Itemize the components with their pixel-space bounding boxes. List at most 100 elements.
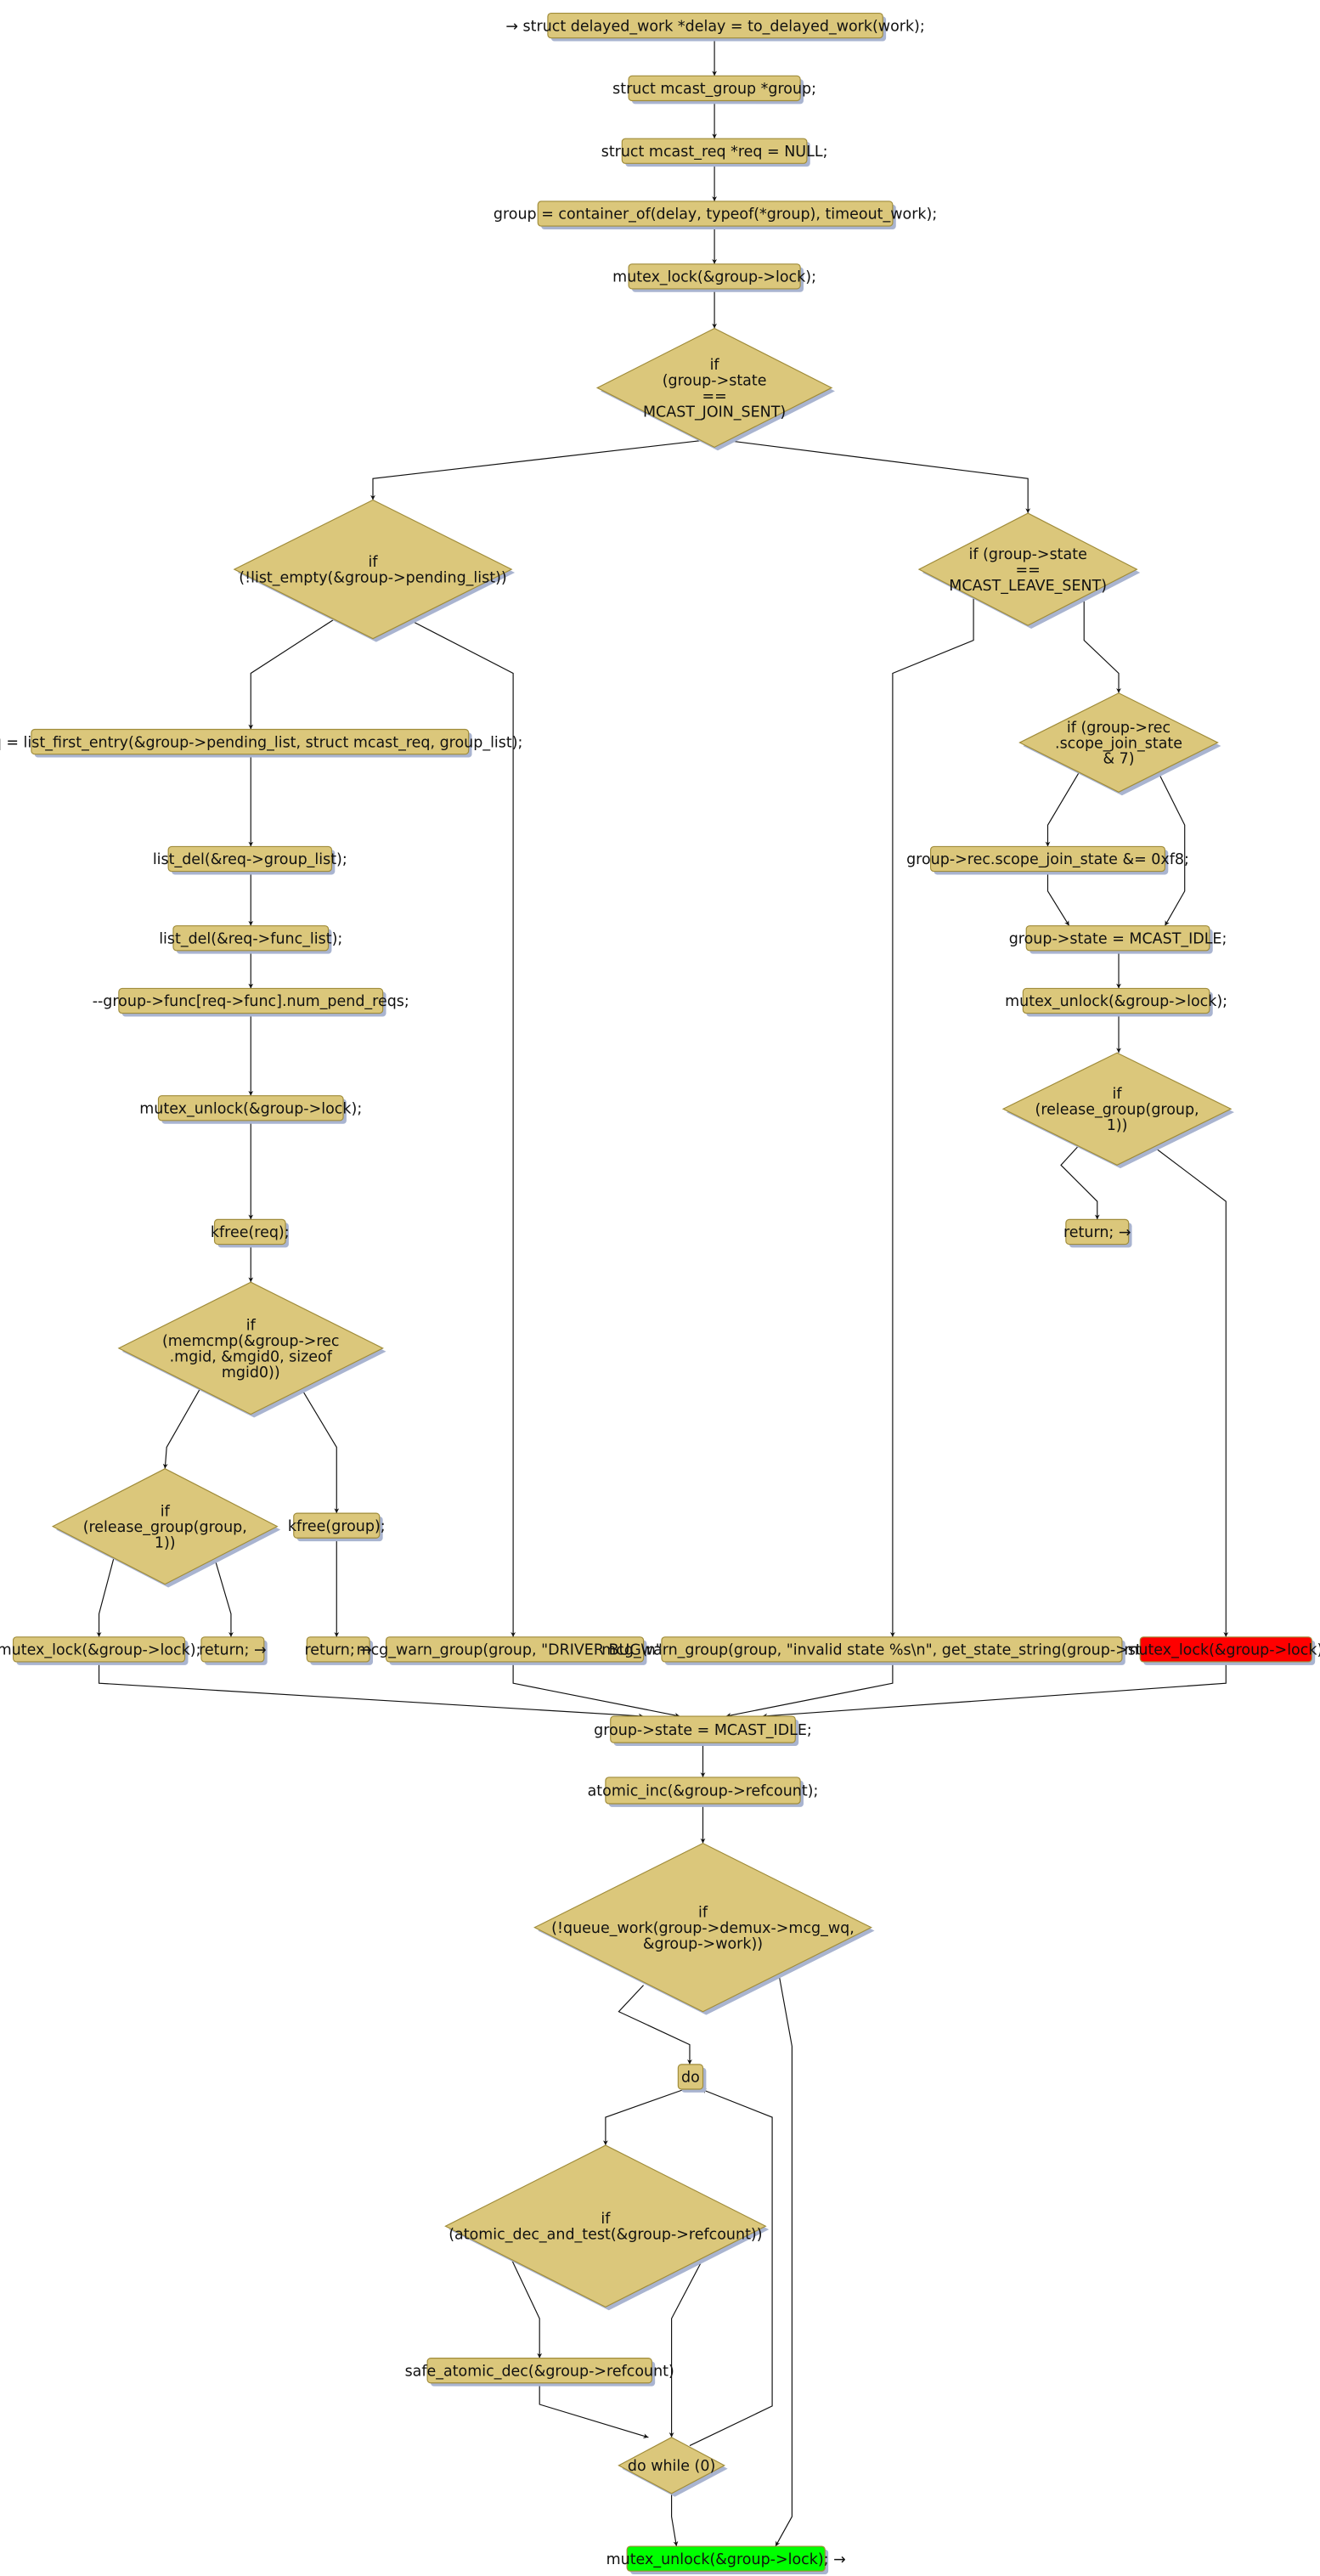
statement-node[interactable]: mutex_lock(&group->lock); <box>612 263 816 292</box>
node-diamond <box>618 2437 725 2494</box>
node-label: if <box>1113 1086 1123 1103</box>
statement-node[interactable]: do <box>677 2064 707 2093</box>
decision-node[interactable]: if(group->state==MCAST_JOIN_SENT) <box>595 327 835 451</box>
node-label: (release_group(group, <box>83 1519 247 1536</box>
node-box <box>1025 925 1210 952</box>
node-label: mutex_lock(&group->lock); <box>612 269 816 286</box>
statement-node[interactable]: safe_atomic_dec(&group->refcount) <box>405 2358 674 2387</box>
statement-node[interactable]: kfree(req); <box>211 1218 290 1248</box>
node-label: group->state = MCAST_IDLE; <box>1009 930 1227 947</box>
node-diamond <box>117 1281 384 1415</box>
statement-node[interactable]: atomic_inc(&group->refcount); <box>588 1777 819 1807</box>
statement-node[interactable]: struct mcast_req *req = NULL; <box>601 138 828 167</box>
flow-edge <box>407 618 516 1637</box>
statement-node[interactable]: kfree(group); <box>288 1512 386 1542</box>
node-label: mcg_warn_group(group, "invalid state %s\… <box>601 1642 1182 1659</box>
node-label: (atomic_dec_and_test(&group->refcount)) <box>448 2227 762 2244</box>
node-label: MCAST_JOIN_SENT) <box>643 404 786 421</box>
node-label: mutex_unlock(&group->lock); <box>1005 993 1227 1010</box>
node-label: do while (0) <box>628 2458 715 2475</box>
node-label: mutex_unlock(&group->lock); <box>139 1101 362 1118</box>
node-box <box>31 728 470 755</box>
node-label: kfree(req); <box>211 1224 290 1241</box>
statement-node[interactable]: group->state = MCAST_IDLE; <box>594 1715 812 1747</box>
flow-edge <box>1083 596 1121 693</box>
statement-node[interactable]: mcg_warn_group(group, "invalid state %s\… <box>601 1636 1182 1665</box>
node-label: safe_atomic_dec(&group->refcount) <box>405 2363 674 2380</box>
flow-edge <box>162 1389 200 1469</box>
node-box <box>172 925 330 952</box>
statement-node[interactable]: group->rec.scope_join_state &= 0xf8; <box>906 845 1189 875</box>
node-label: group->rec.scope_join_state &= 0xf8; <box>906 851 1189 868</box>
node-label: if <box>601 2211 611 2228</box>
statement-node[interactable]: group = container_of(delay, typeof(*grou… <box>494 201 937 229</box>
decision-node[interactable]: if(release_group(group,1)) <box>51 1468 281 1588</box>
flow-edge <box>213 1557 234 1637</box>
node-label: req = list_first_entry(&group->pending_l… <box>0 734 522 751</box>
statement-node[interactable]: list_del(&req->group_list); <box>153 845 347 875</box>
flow-edge <box>889 596 974 1637</box>
node-label: == <box>1016 562 1041 579</box>
node-box <box>213 1218 286 1246</box>
node-box <box>293 1512 381 1539</box>
node-box <box>306 1636 370 1663</box>
node-label: MCAST_LEAVE_SENT) <box>949 578 1107 595</box>
node-label: if <box>246 1317 257 1334</box>
node-label: if <box>698 1904 708 1921</box>
statement-node[interactable]: mutex_lock(&group->lock); <box>0 1636 200 1665</box>
node-label: == <box>702 388 726 405</box>
flow-edge <box>1046 871 1070 926</box>
statement-node[interactable]: mutex_unlock(&group->lock); <box>1005 987 1227 1017</box>
flow-edge <box>602 2088 685 2146</box>
node-box <box>426 2358 652 2384</box>
node-label: list_del(&req->group_list); <box>153 851 347 868</box>
node-diamond <box>533 1842 872 2013</box>
statement-node[interactable]: → struct delayed_work *delay = to_delaye… <box>505 12 925 42</box>
decision-node[interactable]: do while (0) <box>618 2437 728 2497</box>
decision-node[interactable]: if(memcmp(&group->rec.mgid, &mgid0, size… <box>117 1281 386 1418</box>
node-label: .scope_join_state <box>1055 735 1182 752</box>
node-label: group = container_of(delay, typeof(*grou… <box>494 206 937 223</box>
statement-node[interactable]: req = list_first_entry(&group->pending_l… <box>0 728 522 758</box>
statement-node-exit[interactable]: mutex_unlock(&group->lock); → <box>606 2545 846 2575</box>
node-box <box>929 845 1165 873</box>
statement-node[interactable]: return; → <box>304 1636 374 1665</box>
decision-node[interactable]: if(release_group(group,1)) <box>1001 1052 1234 1169</box>
node-label: mcg_warn_group(group, "DRIVER BUG\n"); <box>357 1642 674 1659</box>
node-label: &group->work)) <box>643 1935 763 1952</box>
node-label: mutex_lock(&group->lock); <box>1124 1642 1320 1659</box>
statement-node[interactable]: struct mcast_group *group; <box>612 75 816 105</box>
statement-node[interactable]: --group->func[req->func].num_pend_reqs; <box>93 987 409 1017</box>
node-label: (!queue_work(group->demux->mcg_wq, <box>551 1920 855 1937</box>
node-label: & 7) <box>1103 751 1134 768</box>
node-label: return; → <box>199 1642 267 1659</box>
decision-node[interactable]: if(!queue_work(group->demux->mcg_wq,&gro… <box>533 1842 875 2015</box>
flow-edge <box>370 440 702 500</box>
flow-edge <box>1151 1144 1229 1637</box>
node-label: (!list_empty(&group->pending_list)) <box>239 570 506 587</box>
decision-node[interactable]: if (group->state==MCAST_LEAVE_SENT) <box>917 512 1141 630</box>
node-label: if (group->rec <box>1067 720 1171 737</box>
decision-node[interactable]: if(!list_empty(&group->pending_list)) <box>233 499 516 642</box>
statement-node[interactable]: return; → <box>199 1636 268 1665</box>
node-diamond <box>595 327 833 449</box>
node-box <box>1022 987 1210 1014</box>
decision-node[interactable]: if (group->rec.scope_join_state& 7) <box>1018 692 1221 796</box>
node-box <box>628 263 801 290</box>
node-label: (group->state <box>663 372 767 389</box>
node-diamond <box>1018 692 1219 793</box>
flow-edge <box>775 1973 793 2547</box>
flow-edge <box>1158 771 1186 926</box>
statement-node[interactable]: list_del(&req->func_list); <box>159 925 342 954</box>
node-label: mgid0)) <box>222 1364 280 1381</box>
statement-node[interactable]: return; → <box>1063 1218 1132 1248</box>
decision-node[interactable]: if(atomic_dec_and_test(&group->refcount)… <box>444 2144 770 2311</box>
node-box <box>677 2064 704 2090</box>
statement-node-error[interactable]: mutex_lock(&group->lock); <box>1124 1636 1320 1665</box>
statement-node[interactable]: mutex_unlock(&group->lock); <box>139 1095 362 1124</box>
node-label: list_del(&req->func_list); <box>159 930 342 947</box>
statement-node[interactable]: group->state = MCAST_IDLE; <box>1009 925 1227 954</box>
statement-node[interactable]: mcg_warn_group(group, "DRIVER BUG\n"); <box>357 1636 674 1665</box>
node-label: return; → <box>304 1642 372 1659</box>
